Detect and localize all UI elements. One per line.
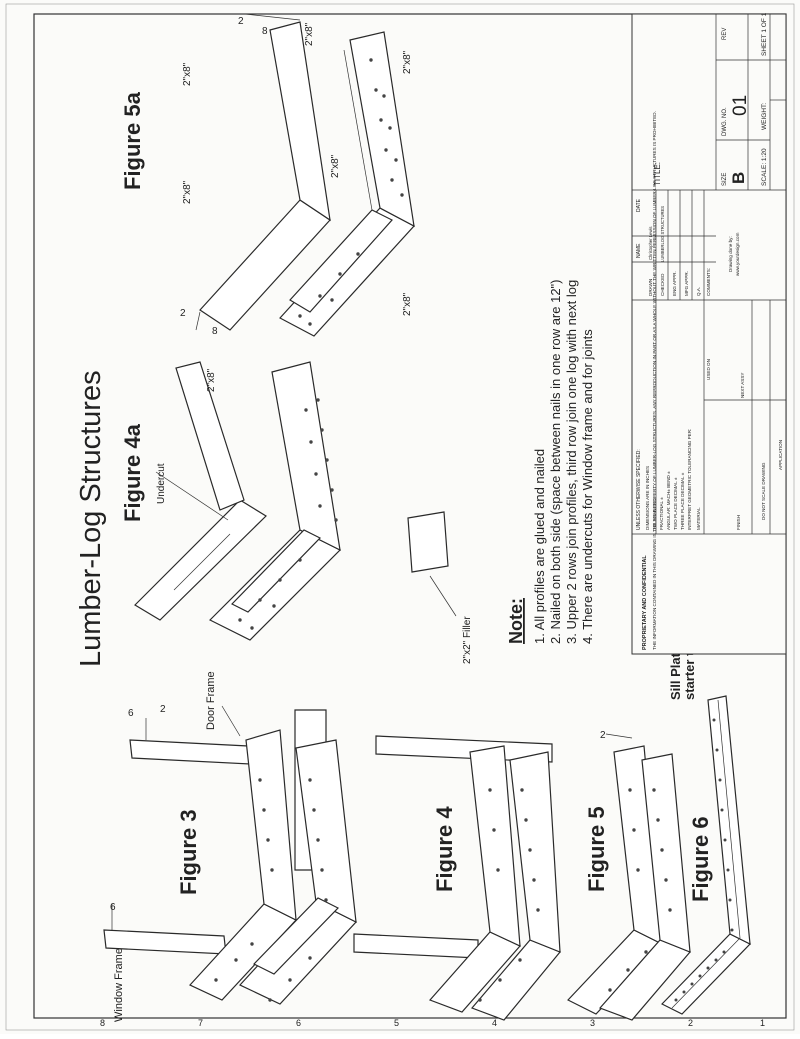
border-number-3: 3: [590, 1018, 595, 1028]
figure-5a-board-label-1: 2"x8": [182, 62, 193, 86]
figure-3-dim-2: 2: [160, 704, 166, 715]
weight-label: WEIGHT:: [761, 103, 768, 130]
figure-5a-drawing: [195, 13, 415, 337]
page-frame: [5, 3, 795, 1031]
name-header: NAME: [636, 243, 642, 258]
note-item-1: 1. All profiles are glued and nailed: [532, 449, 547, 644]
next-assy-label: NEXT ASSY: [740, 373, 745, 398]
figure-5a-board-label-3: 2"x8": [304, 22, 315, 46]
application-label: APPLICATION: [778, 440, 783, 470]
drawn-name: Christopher Lewis: [648, 226, 653, 260]
figure-5a-board-label-5: 2"x8": [402, 50, 413, 74]
rev-label: REV: [722, 28, 728, 40]
figure-4a-board-label: 2"x8": [206, 368, 217, 392]
angular-label: ANGULAR: MACH± BEND ±: [666, 471, 671, 530]
figure-5a-dim-2-top: 2: [238, 16, 244, 27]
size-label: SIZE: [722, 173, 728, 186]
note-item-4: 4. There are undercuts for Window frame …: [580, 329, 595, 644]
border-number-2: 2: [688, 1018, 693, 1028]
figure-3-drawing: [103, 705, 357, 1005]
border-number-4: 4: [492, 1018, 497, 1028]
figure-5a-dim-8-top: 8: [262, 26, 268, 37]
undercut-label: Undercut: [156, 463, 167, 504]
figure-5a-board-label-4: 2"x8": [330, 154, 341, 178]
figure-5-title: Figure 5: [584, 806, 609, 892]
dimensions-note: DIMENSIONS ARE IN INCHES: [645, 466, 650, 530]
window-frame-label: Window Frame: [113, 948, 125, 1022]
border-number-1: 1: [760, 1018, 765, 1028]
do-not-scale-label: DO NOT SCALE DRAWING: [761, 462, 766, 520]
proprietary-text: THE INFORMATION CONTAINED IN THIS DRAWIN…: [652, 111, 657, 650]
comments-label: COMMENTS:: [706, 268, 711, 296]
figure-4-title: Figure 4: [432, 806, 457, 892]
door-frame-label: Door Frame: [205, 671, 217, 730]
sheet-label: SHEET 1 OF 1: [761, 12, 768, 56]
used-on-label: USED ON: [706, 359, 711, 380]
figure-5a-title: Figure 5a: [120, 91, 145, 190]
title-block: PROPRIETARY AND CONFIDENTIAL THE INFORMA…: [631, 12, 787, 655]
fractional-label: FRACTIONAL ±: [659, 497, 664, 530]
filler-label: 2"x2" Filler: [462, 616, 473, 664]
figure-3-dim-6-right: 6: [128, 708, 134, 719]
two-place-label: TWO PLACE DECIMAL ±: [673, 477, 678, 530]
figure-4a-title: Figure 4a: [120, 423, 145, 522]
note-item-2: 2. Nailed on both side (space between na…: [548, 279, 563, 644]
checked-label: CHECKED: [660, 273, 665, 296]
unless-specified: UNLESS OTHERWISE SPECIFIED:: [636, 449, 642, 530]
figure-5-dim-2: 2: [600, 730, 606, 741]
figure-4-drawing: [353, 735, 561, 1021]
website: www.yourdesign.com: [735, 232, 740, 276]
page-title: Lumber-Log Structures: [75, 370, 107, 667]
eng-appr-label: ENG APPR.: [672, 271, 677, 296]
figure-4a-drawing: [134, 361, 457, 641]
date-header: DATE: [636, 198, 642, 212]
note-item-3: 3. Upper 2 rows join profiles, third row…: [564, 280, 579, 644]
figure-5a-board-label-2: 2"x8": [182, 180, 193, 204]
dwg-no-label: DWG. NO.: [722, 107, 728, 136]
figure-5-drawing: [567, 733, 691, 1021]
note-heading: Note:: [506, 598, 526, 644]
border-number-7: 7: [198, 1018, 203, 1028]
interpret-label: INTERPRET GEOMETRIC TOLERANCING PER:: [687, 429, 692, 530]
border-number-5: 5: [394, 1018, 399, 1028]
border-number-8: 8: [100, 1018, 105, 1028]
figure-3-dim-6-left: 6: [110, 902, 116, 913]
drawn-label: DRAWN: [648, 279, 653, 296]
scale-label: SCALE: 1:20: [761, 148, 768, 186]
figure-5a-dim-2-bottom: 2: [180, 308, 186, 319]
title-label: TITLE:: [653, 162, 662, 186]
checked-name: LUMBERLOG STRUCTURES: [660, 206, 665, 262]
figure-5a-dim-8-bottom: 8: [212, 326, 218, 337]
qa-label: Q.A.: [696, 287, 701, 296]
note-block: Note: 1. All profiles are glued and nail…: [506, 279, 595, 644]
material-label: MATERIAL: [696, 507, 701, 530]
figure-6-title: Figure 6: [688, 816, 713, 902]
figure-3-title: Figure 3: [176, 809, 201, 895]
figure-5a-board-label-6: 2"x8": [402, 292, 413, 316]
mfg-appr-label: MFG APPR.: [684, 271, 689, 296]
finish-label: FINISH: [736, 515, 741, 530]
figure-6-drawing: [660, 695, 752, 1015]
proprietary-heading: PROPRIETARY AND CONFIDENTIAL: [642, 555, 648, 650]
border-number-6: 6: [296, 1018, 301, 1028]
dwg-no-value: 01: [730, 95, 751, 116]
tolerances-label: TOLERANCES:: [652, 498, 657, 530]
three-place-label: THREE PLACE DECIMAL ±: [680, 472, 685, 530]
size-value: B: [729, 172, 748, 184]
drawing-done-by: Drawing done by:: [728, 236, 733, 272]
